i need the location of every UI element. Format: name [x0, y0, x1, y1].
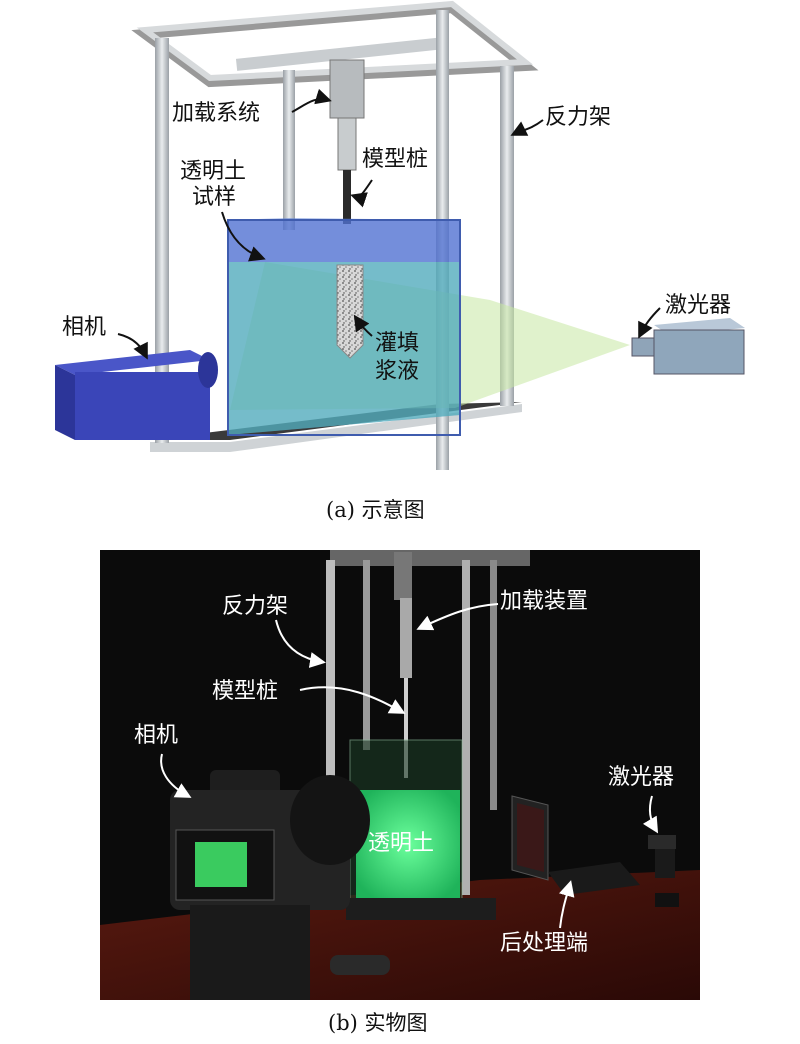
loading-actuator: [329, 59, 365, 224]
label-reaction-frame-a: 反力架: [510, 105, 611, 136]
label-laser-b: 激光器: [608, 765, 674, 834]
grout-label-line1: 灌填: [375, 331, 419, 356]
model-pile-label: 模型桩: [362, 147, 428, 172]
laser-device-schematic: [631, 318, 745, 375]
reaction-frame-label-b: 反力架: [222, 594, 288, 619]
soil-label-line1: 透明土: [180, 159, 246, 184]
label-loading-device-b: 加载装置: [416, 589, 588, 631]
camera-photo: [170, 770, 390, 1000]
camera-label: 相机: [62, 315, 106, 340]
laser-label-b: 激光器: [608, 765, 674, 790]
label-post-processing: 后处理端: [500, 880, 588, 956]
reaction-frame-label: 反力架: [545, 105, 611, 130]
caption-a: (a) 示意图: [326, 498, 425, 522]
post-processing-label: 后处理端: [500, 931, 588, 956]
caption-b: (b) 实物图: [328, 1011, 428, 1035]
schematic-diagram: 加载系统 反力架 模型桩 透明土 试样 相机 激光器 灌填 浆液 (a) 示意图: [55, 0, 745, 522]
grouted-pile: [336, 264, 364, 359]
grout-label-line2: 浆液: [375, 359, 419, 384]
model-pile-label-b: 模型桩: [212, 679, 278, 704]
photo-background: [100, 550, 700, 1000]
soil-tank-photo: [346, 739, 496, 920]
label-model-pile-b: 模型桩: [212, 679, 406, 714]
laser-label: 激光器: [665, 293, 731, 318]
label-reaction-frame-b: 反力架: [222, 594, 326, 668]
photo-posts: [326, 560, 497, 910]
label-camera-b: 相机: [134, 723, 192, 798]
label-soil-sample: 透明土 试样: [180, 159, 266, 262]
top-frame: [131, 0, 539, 88]
loading-device-photo: [394, 552, 412, 778]
label-loading-system: 加载系统: [172, 88, 332, 126]
soil-label-line2: 试样: [192, 185, 236, 210]
table: [100, 870, 700, 1000]
laptop-photo: [511, 795, 640, 895]
label-laser-a: 激光器: [638, 293, 731, 339]
label-model-pile-a: 模型桩: [350, 147, 428, 208]
camera-schematic: [55, 350, 218, 440]
loading-system-label: 加载系统: [172, 101, 260, 126]
label-grout: 灌填 浆液: [353, 314, 419, 384]
frame-top-photo: [330, 550, 530, 566]
laser-device-photo: [648, 835, 679, 907]
loading-device-label: 加载装置: [500, 589, 588, 614]
label-camera-a: 相机: [62, 315, 148, 360]
camera-label-b: 相机: [134, 723, 178, 748]
transparent-soil-label: 透明土: [368, 831, 434, 856]
